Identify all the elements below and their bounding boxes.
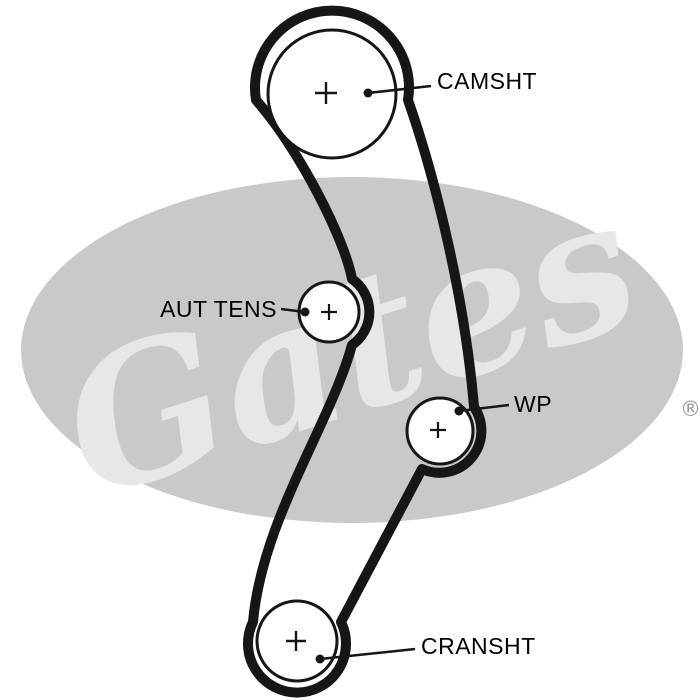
label-tensioner: AUT TENS — [160, 296, 277, 322]
gates-watermark: Gates ® — [21, 153, 700, 541]
label-camshaft: CAMSHT — [437, 68, 537, 94]
crankshaft-center-cross-icon — [286, 631, 306, 651]
water-pump-center-cross-icon — [430, 422, 446, 438]
camshaft-center-cross-icon — [315, 82, 337, 104]
label-crankshaft: CRANSHT — [421, 633, 536, 659]
timing-belt-path — [243, 5, 487, 698]
registered-trademark-icon: ® — [680, 397, 700, 421]
crankshaft-leader-dot — [315, 654, 325, 664]
label-water-pump: WP — [514, 391, 552, 417]
water-pump-leader-line — [458, 403, 510, 413]
camshaft-leader-line — [367, 84, 432, 95]
tensioner-leader-dot — [300, 307, 310, 317]
water-pump-leader-dot — [454, 406, 464, 416]
crankshaft-leader-line — [319, 647, 416, 661]
tensioner-center-cross-icon — [321, 304, 337, 320]
camshaft-leader-dot — [363, 88, 373, 98]
